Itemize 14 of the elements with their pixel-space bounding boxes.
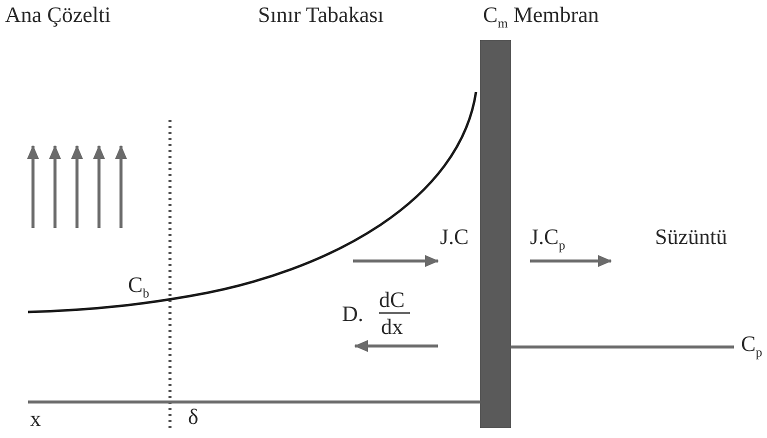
formula-text: D. bbox=[342, 303, 364, 325]
flux-label: J.C$_{p}$ bbox=[530, 226, 566, 252]
axis-label: x bbox=[30, 408, 41, 430]
concentration-label: C$_{p}$ bbox=[741, 333, 762, 358]
region-label: Sınır Tabakası bbox=[258, 4, 384, 26]
axis-label: δ bbox=[188, 406, 198, 428]
formula-text: dx bbox=[381, 316, 403, 338]
region-label: Ana Çözelti bbox=[5, 4, 111, 26]
concentration-label: C$_{b}$ bbox=[128, 274, 150, 300]
flux-label: J.C bbox=[440, 226, 469, 248]
region-label: Süzüntü bbox=[655, 226, 728, 248]
membrane-label: C$_{m}$ Membran bbox=[483, 4, 599, 30]
formula-text: dC bbox=[379, 289, 405, 311]
membrane-bar bbox=[480, 40, 511, 428]
